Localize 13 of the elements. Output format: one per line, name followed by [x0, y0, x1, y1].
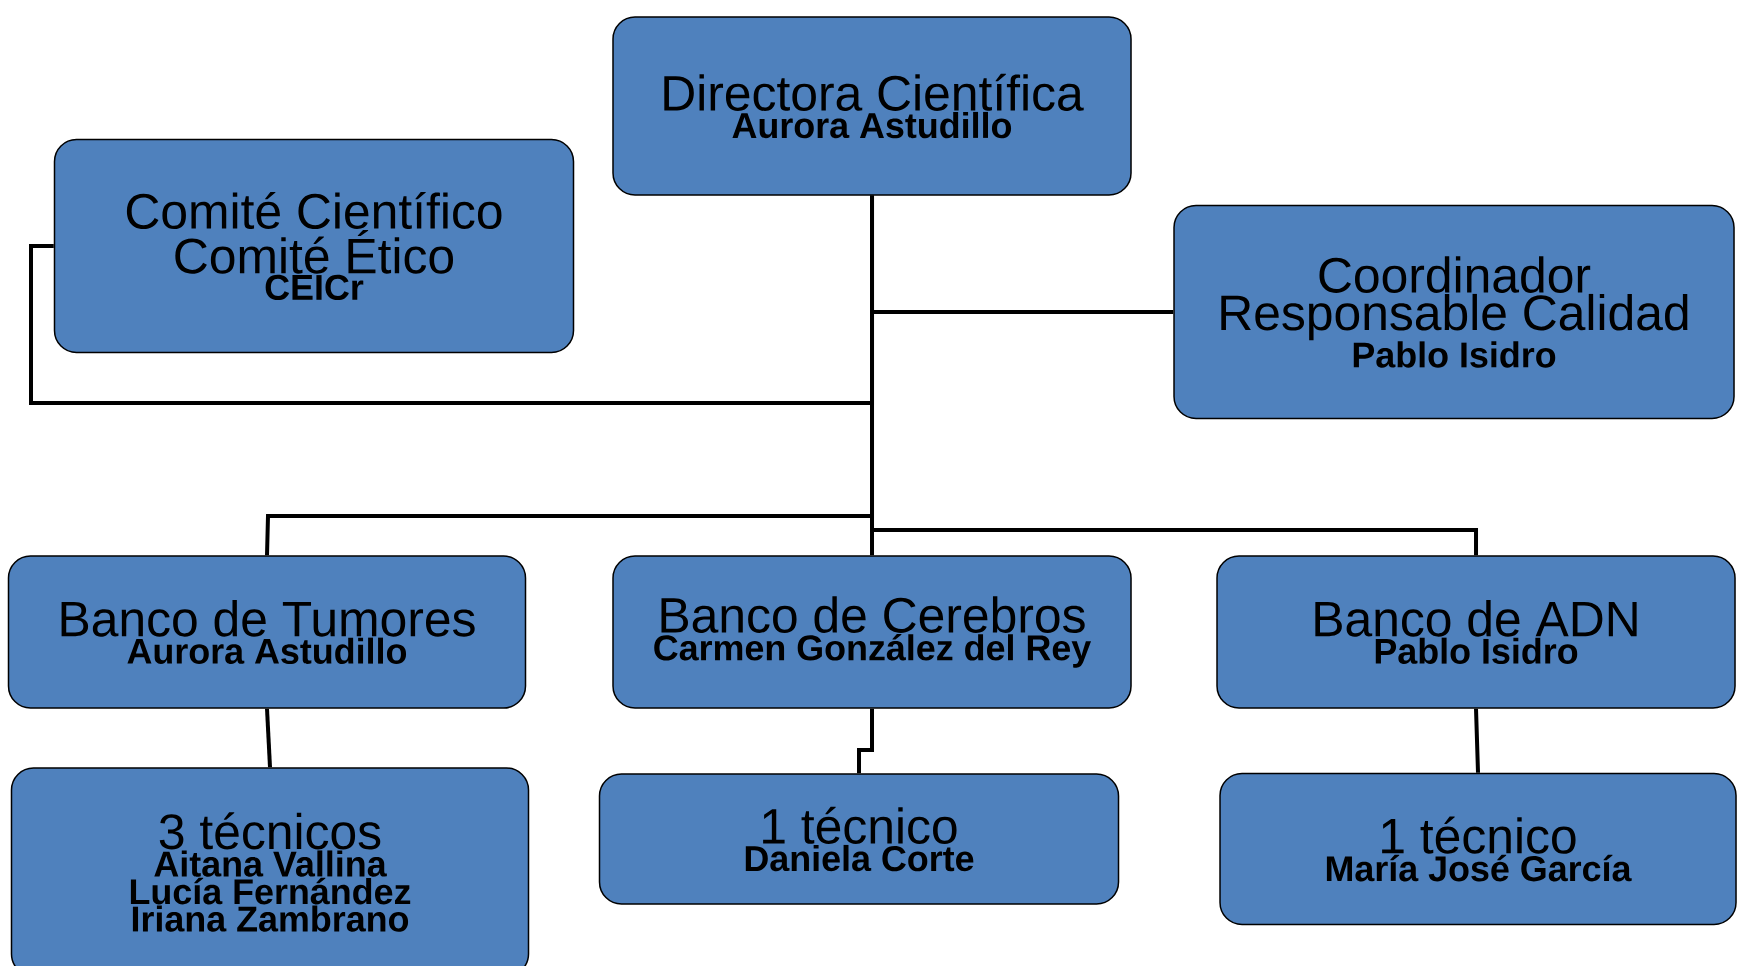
- connector-line: [857, 708, 874, 774]
- org-box: Directora Científica Aurora Astudillo: [612, 16, 1132, 196]
- org-box: 1 técnico Daniela Corte: [598, 773, 1120, 905]
- org-box: 1 técnico María José García: [1219, 772, 1737, 926]
- connector-line: [870, 195, 1478, 556]
- org-box: Banco de Cerebros Carmen González del Rey: [612, 555, 1132, 709]
- org-box: Banco de Tumores Aurora Astudillo: [7, 555, 527, 709]
- org-box: Coordinador Responsable Calidad Pablo Isidro: [1173, 204, 1735, 420]
- connector-line: [265, 708, 272, 768]
- connector-line: [1474, 708, 1480, 773]
- org-box: 3 técnicos Aitana Vallina Lucía Fernández Iriana Zambrano: [10, 767, 530, 966]
- org-box: Banco de ADN Pablo Isidro: [1216, 555, 1736, 709]
- org-box: Comité Científico Comité Ético CEICr: [53, 138, 575, 354]
